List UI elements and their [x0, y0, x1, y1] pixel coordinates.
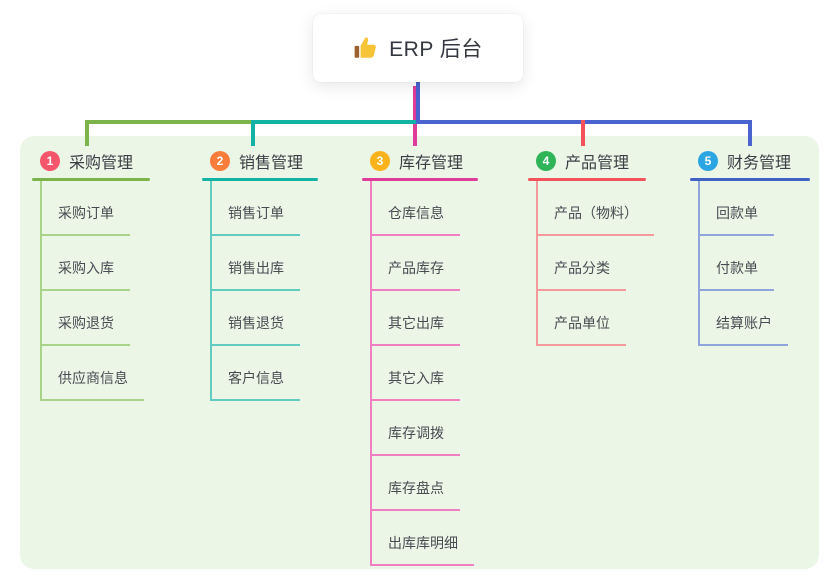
branch-header[interactable]: 5 财务管理	[690, 146, 810, 176]
thumbs-up-icon	[354, 37, 376, 58]
branch-label: 采购管理	[69, 155, 134, 172]
child-label: 采购入库	[42, 258, 130, 291]
child-label: 销售出库	[212, 258, 300, 291]
child-node[interactable]: 采购入库	[42, 236, 150, 291]
branch-underline	[528, 178, 646, 181]
branch-children: 销售订单 销售出库 销售退货 客户信息	[210, 181, 318, 401]
connector-root-trunk	[416, 82, 420, 124]
branch-number-badge: 3	[370, 151, 390, 171]
connector-drop-purchase	[85, 120, 89, 146]
connector-drop-sales	[251, 120, 255, 146]
connector-drop-inventory	[413, 86, 417, 146]
child-node[interactable]: 采购退货	[42, 291, 150, 346]
branch-4: 4 产品管理 产品（物料） 产品分类 产品单位	[528, 146, 654, 346]
connector-bus-sales	[252, 120, 418, 124]
child-node[interactable]: 产品（物料）	[538, 181, 654, 236]
child-label: 销售订单	[212, 203, 300, 236]
child-node[interactable]: 付款单	[700, 236, 810, 291]
branch-header[interactable]: 1 采购管理	[32, 146, 150, 176]
connector-drop-product	[581, 120, 585, 146]
child-label: 结算账户	[700, 313, 788, 346]
child-label: 付款单	[700, 258, 774, 291]
child-node[interactable]: 产品单位	[538, 291, 654, 346]
mindmap-background-panel	[20, 136, 819, 569]
child-label: 采购退货	[42, 313, 130, 346]
child-label: 销售退货	[212, 313, 300, 346]
child-node[interactable]: 结算账户	[700, 291, 810, 346]
child-label: 库存调拨	[372, 423, 460, 456]
child-node[interactable]: 出库库明细	[372, 511, 478, 566]
branch-header[interactable]: 2 销售管理	[202, 146, 318, 176]
branch-children: 回款单 付款单 结算账户	[698, 181, 810, 346]
branch-underline	[362, 178, 478, 181]
child-node[interactable]: 供应商信息	[42, 346, 150, 401]
child-node[interactable]: 回款单	[700, 181, 810, 236]
child-node[interactable]: 产品库存	[372, 236, 478, 291]
child-node[interactable]: 其它出库	[372, 291, 478, 346]
child-label: 客户信息	[212, 368, 300, 401]
child-node[interactable]: 库存盘点	[372, 456, 478, 511]
child-node[interactable]: 仓库信息	[372, 181, 478, 236]
connector-bus-purchase	[86, 120, 254, 124]
branch-number-badge: 2	[210, 151, 230, 171]
root-node-label: ERP 后台	[389, 38, 483, 61]
child-label: 回款单	[700, 203, 774, 236]
child-node[interactable]: 销售退货	[212, 291, 318, 346]
branch-5: 5 财务管理 回款单 付款单 结算账户	[690, 146, 810, 346]
branch-underline	[32, 178, 150, 181]
branch-label: 产品管理	[565, 155, 630, 172]
child-label: 出库库明细	[372, 533, 474, 566]
branch-children: 仓库信息 产品库存 其它出库 其它入库 库存调拨 库存盘点 出库库明细	[370, 181, 478, 566]
branch-underline	[202, 178, 318, 181]
child-label: 产品（物料）	[538, 203, 654, 236]
branch-children: 采购订单 采购入库 采购退货 供应商信息	[40, 181, 150, 401]
child-label: 仓库信息	[372, 203, 460, 236]
branch-1: 1 采购管理 采购订单 采购入库 采购退货 供应商信息	[32, 146, 150, 401]
child-label: 供应商信息	[42, 368, 144, 401]
branch-label: 销售管理	[239, 155, 304, 172]
child-node[interactable]: 采购订单	[42, 181, 150, 236]
child-node[interactable]: 客户信息	[212, 346, 318, 401]
child-node[interactable]: 销售订单	[212, 181, 318, 236]
branch-number-badge: 4	[536, 151, 556, 171]
branch-3: 3 库存管理 仓库信息 产品库存 其它出库 其它入库 库存调拨 库存盘点 出库库…	[362, 146, 478, 566]
branch-header[interactable]: 3 库存管理	[362, 146, 478, 176]
root-node-erp-backend[interactable]: ERP 后台	[313, 14, 523, 82]
child-label: 其它入库	[372, 368, 460, 401]
child-node[interactable]: 库存调拨	[372, 401, 478, 456]
child-label: 产品库存	[372, 258, 460, 291]
child-label: 采购订单	[42, 203, 130, 236]
child-label: 库存盘点	[372, 478, 460, 511]
branch-label: 财务管理	[727, 155, 792, 172]
child-node[interactable]: 销售出库	[212, 236, 318, 291]
branch-number-badge: 1	[40, 151, 60, 171]
child-label: 产品分类	[538, 258, 626, 291]
child-label: 其它出库	[372, 313, 460, 346]
child-label: 产品单位	[538, 313, 626, 346]
child-node[interactable]: 其它入库	[372, 346, 478, 401]
connector-drop-finance	[748, 120, 752, 146]
branch-number-badge: 5	[698, 151, 718, 171]
child-node[interactable]: 产品分类	[538, 236, 654, 291]
branch-children: 产品（物料） 产品分类 产品单位	[536, 181, 654, 346]
branch-underline	[690, 178, 810, 181]
branch-header[interactable]: 4 产品管理	[528, 146, 654, 176]
branch-2: 2 销售管理 销售订单 销售出库 销售退货 客户信息	[202, 146, 318, 401]
branch-label: 库存管理	[399, 155, 464, 172]
